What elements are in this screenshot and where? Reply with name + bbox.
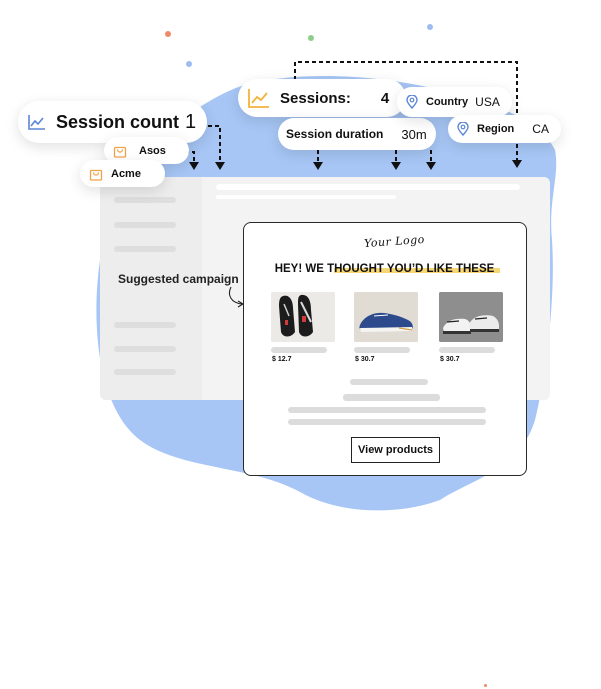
region-pill: Region CA (448, 115, 561, 143)
shopping-bag-icon (113, 144, 127, 158)
product-image[interactable] (271, 292, 335, 342)
decor-dot-orange (484, 684, 487, 687)
region-label: Region (477, 123, 515, 135)
store-pill-asos: Asos (104, 137, 189, 164)
country-pill: Country USA (397, 87, 512, 117)
trend-chart-icon (28, 113, 46, 131)
app-sidebar (100, 177, 202, 400)
store-pill-acme: Acme (80, 160, 165, 187)
location-pin-icon (457, 122, 469, 136)
sidebar-placeholder (114, 222, 176, 228)
product-name-placeholder (439, 347, 495, 353)
session-duration-pill: Session duration 30m (278, 118, 436, 150)
product-price: $ 12.7 (272, 356, 292, 363)
view-products-button[interactable]: View products (351, 437, 440, 463)
body-text-placeholder (343, 394, 440, 401)
sidebar-placeholder (114, 346, 176, 352)
sidebar-placeholder (114, 197, 176, 203)
sessions-pill: Sessions: 4 (238, 79, 406, 117)
brand-logo: Your Logo (363, 232, 426, 251)
product-price: $ 30.7 (355, 356, 375, 363)
session-count-value: 1 (185, 110, 197, 133)
trend-chart-icon (248, 88, 270, 108)
navy-canvas-shoe-icon (354, 292, 418, 342)
decor-dot-orange (165, 31, 171, 37)
session-count-pill: Session count 1 (18, 101, 207, 143)
shopping-bag-icon (89, 167, 103, 181)
store-label: Asos (139, 144, 166, 157)
product-image[interactable] (439, 292, 503, 342)
session-duration-value: 30m (401, 126, 427, 142)
email-headline: HEY! WE THOUGHT YOU’D LIKE THESE (274, 263, 495, 275)
header-placeholder (216, 184, 520, 190)
product-name-placeholder (271, 347, 327, 353)
session-count-label: Session count (56, 111, 180, 132)
sessions-label: Sessions: (280, 89, 351, 107)
white-sneaker-pair-icon (439, 292, 503, 342)
header-placeholder (216, 195, 396, 199)
decor-dot-blue (186, 61, 192, 67)
product-image[interactable] (354, 292, 418, 342)
email-preview-card: Your Logo HEY! WE THOUGHT YOU’D LIKE THE… (243, 222, 527, 476)
sneaker-pair-black-icon (271, 292, 335, 342)
decor-dot-green (308, 35, 314, 41)
decor-dot-blue (427, 24, 433, 30)
store-label: Acme (111, 167, 141, 180)
sessions-value: 4 (380, 89, 390, 107)
country-label: Country (426, 96, 469, 108)
suggested-campaign-label: Suggested campaign (118, 272, 239, 286)
region-value: CA (532, 122, 549, 136)
body-text-placeholder (288, 407, 486, 413)
sidebar-placeholder (114, 322, 176, 328)
body-text-placeholder (288, 419, 486, 425)
country-value: USA (475, 95, 500, 109)
location-pin-icon (406, 95, 418, 109)
session-duration-label: Session duration (286, 127, 384, 141)
headline-highlight (334, 268, 500, 273)
sidebar-placeholder (114, 369, 176, 375)
sidebar-placeholder (114, 246, 176, 252)
body-text-placeholder (350, 379, 428, 385)
product-name-placeholder (354, 347, 410, 353)
product-price: $ 30.7 (440, 356, 460, 363)
